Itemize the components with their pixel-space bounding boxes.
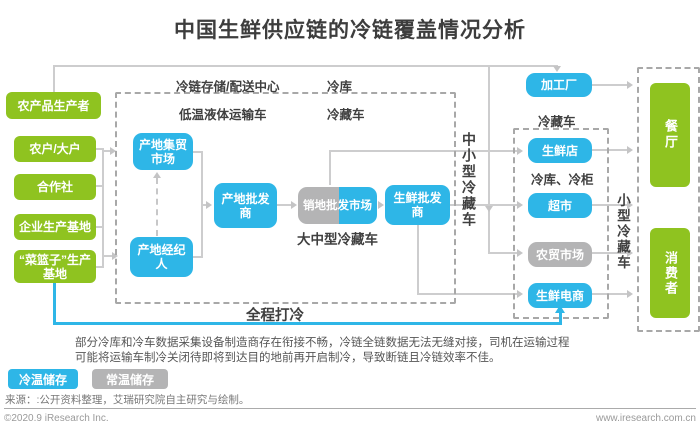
line-to-fresh-store bbox=[329, 150, 518, 152]
arrow-to-market-icon bbox=[110, 147, 116, 155]
label-large-medium-truck: 大中型冷藏车 bbox=[297, 232, 378, 247]
stub-farmer bbox=[95, 148, 104, 150]
consumer-box: 消费者 bbox=[650, 228, 690, 318]
arrow-down-distribution-icon bbox=[485, 206, 493, 212]
arrow-to-processing-icon bbox=[553, 66, 561, 72]
origin-region-container bbox=[115, 92, 456, 304]
arrow-farmers-consumer-icon bbox=[627, 249, 633, 257]
origin-broker-box: 产地经纪人 bbox=[130, 237, 193, 277]
restaurant-box: 餐厅 bbox=[650, 83, 690, 187]
line-broker-to-market-dashed bbox=[156, 178, 158, 236]
label-full-cold-chain: 全程打冷 bbox=[246, 308, 304, 324]
coldchain-arrow-ecommerce-icon bbox=[555, 305, 565, 313]
label-cold-cabinet: 冷库、冷柜 bbox=[531, 173, 594, 187]
footer-divider bbox=[4, 408, 696, 409]
line-to-supermarket bbox=[450, 204, 518, 206]
line-producer-bus bbox=[102, 148, 104, 268]
retail-fresh-store-box: 生鲜店 bbox=[528, 138, 592, 163]
note-line-2: 可能将运输车制冷关闭待即将到达目的地前再开启制冷，导致断链且冷链效率不佳。 bbox=[75, 352, 501, 364]
fresh-wholesaler-box: 生鲜批发商 bbox=[385, 185, 450, 225]
label-coldchain-storage: 冷链存储/配送中心 bbox=[176, 80, 280, 94]
stub-coop bbox=[95, 185, 104, 187]
footer-website: www.iresearch.com.cn bbox=[595, 413, 696, 424]
arrow-to-ecommerce-icon bbox=[517, 290, 523, 298]
line-destmarket-up bbox=[329, 151, 331, 185]
legend-normal-storage: 常温储存 bbox=[92, 369, 168, 389]
producer-box-enterprise: 企业生产基地 bbox=[14, 214, 96, 240]
stub-broker-out bbox=[193, 256, 202, 258]
dest-market-box: 销地批发市场 bbox=[298, 187, 377, 224]
line-super-consumer bbox=[592, 204, 628, 206]
arrow-super-consumer-icon bbox=[627, 201, 633, 209]
arrow-to-origin-wholesaler-icon bbox=[206, 201, 212, 209]
arrow-store-consumer-icon bbox=[627, 146, 633, 154]
arrow-broker-to-market-icon bbox=[153, 172, 161, 178]
line-ecom-consumer bbox=[592, 293, 628, 295]
label-reefer-truck: 冷藏车 bbox=[327, 108, 365, 122]
line-farmers-consumer bbox=[592, 252, 628, 254]
origin-wholesaler-box: 产地批发商 bbox=[214, 183, 277, 228]
stub-basket bbox=[95, 266, 104, 268]
retail-ecommerce-box: 生鲜电商 bbox=[528, 283, 592, 308]
line-processing-restaurant bbox=[592, 84, 628, 86]
line-distribution-vertical bbox=[488, 65, 490, 253]
label-cold-storage: 冷库 bbox=[327, 80, 353, 94]
line-producer-up bbox=[53, 66, 55, 92]
producer-box-basket: “菜篮子”生产基地 bbox=[14, 250, 96, 283]
consumer-region-container bbox=[637, 67, 700, 332]
label-small-truck: 小型冷藏车 bbox=[615, 193, 630, 271]
source-note: 来源：:公开资料整理，艾瑞研究院自主研究与绘制。 bbox=[5, 394, 250, 406]
footer-copyright: ©2020.9 iResearch Inc. bbox=[4, 413, 109, 424]
label-liquid-truck: 低温液体运输车 bbox=[179, 108, 267, 122]
line-to-farmers-market bbox=[488, 252, 518, 254]
coldchain-path-bottom bbox=[53, 322, 562, 325]
stub-market-out bbox=[193, 151, 202, 153]
coldchain-path-down bbox=[53, 282, 56, 324]
stub-enterprise bbox=[95, 226, 104, 228]
line-to-broker bbox=[102, 255, 112, 257]
arrow-to-fresh-store-icon bbox=[517, 147, 523, 155]
page-title: 中国生鲜供应链的冷链覆盖情况分析 bbox=[174, 19, 526, 42]
arrow-processing-restaurant-icon bbox=[627, 81, 633, 89]
retail-region-container bbox=[513, 128, 609, 319]
label-mid-small-truck: 中小型冷藏车 bbox=[461, 132, 477, 228]
arrow-to-dest-market-icon bbox=[291, 201, 297, 209]
origin-market-box: 产地集贸市场 bbox=[133, 133, 193, 170]
note-line-1: 部分冷库和冷车数据采集设备制造商存在衔接不畅，冷链全链数据无法无缝对接，司机在运… bbox=[75, 337, 570, 349]
line-to-market bbox=[102, 150, 110, 152]
retail-supermarket-box: 超市 bbox=[528, 193, 592, 218]
retail-farmers-market-box: 农贸市场 bbox=[528, 242, 592, 267]
arrow-to-supermarket-icon bbox=[517, 201, 523, 209]
producer-box-farmer: 农户/大户 bbox=[14, 136, 96, 162]
line-freshwholesaler-down bbox=[417, 225, 419, 295]
note-text: 部分冷库和冷车数据采集设备制造商存在衔接不畅，冷链全链数据无法无缝对接，司机在运… bbox=[75, 336, 635, 366]
arrow-ecom-consumer-icon bbox=[627, 290, 633, 298]
arrow-to-farmers-market-icon bbox=[517, 249, 523, 257]
processing-plant-box: 加工厂 bbox=[526, 73, 592, 97]
line-to-origin-wholesaler bbox=[201, 204, 207, 206]
producer-box-coop: 合作社 bbox=[14, 174, 96, 200]
legend-cold-storage: 冷温储存 bbox=[8, 369, 78, 389]
line-to-ecommerce bbox=[417, 293, 518, 295]
line-wholesaler-destmarket bbox=[277, 204, 292, 206]
label-retail-reefer-truck: 冷藏车 bbox=[538, 115, 576, 129]
producer-box-general: 农产品生产者 bbox=[6, 92, 101, 119]
line-store-consumer bbox=[592, 149, 628, 151]
arrow-to-fresh-wholesaler-icon bbox=[378, 201, 384, 209]
line-top-route bbox=[53, 65, 558, 67]
